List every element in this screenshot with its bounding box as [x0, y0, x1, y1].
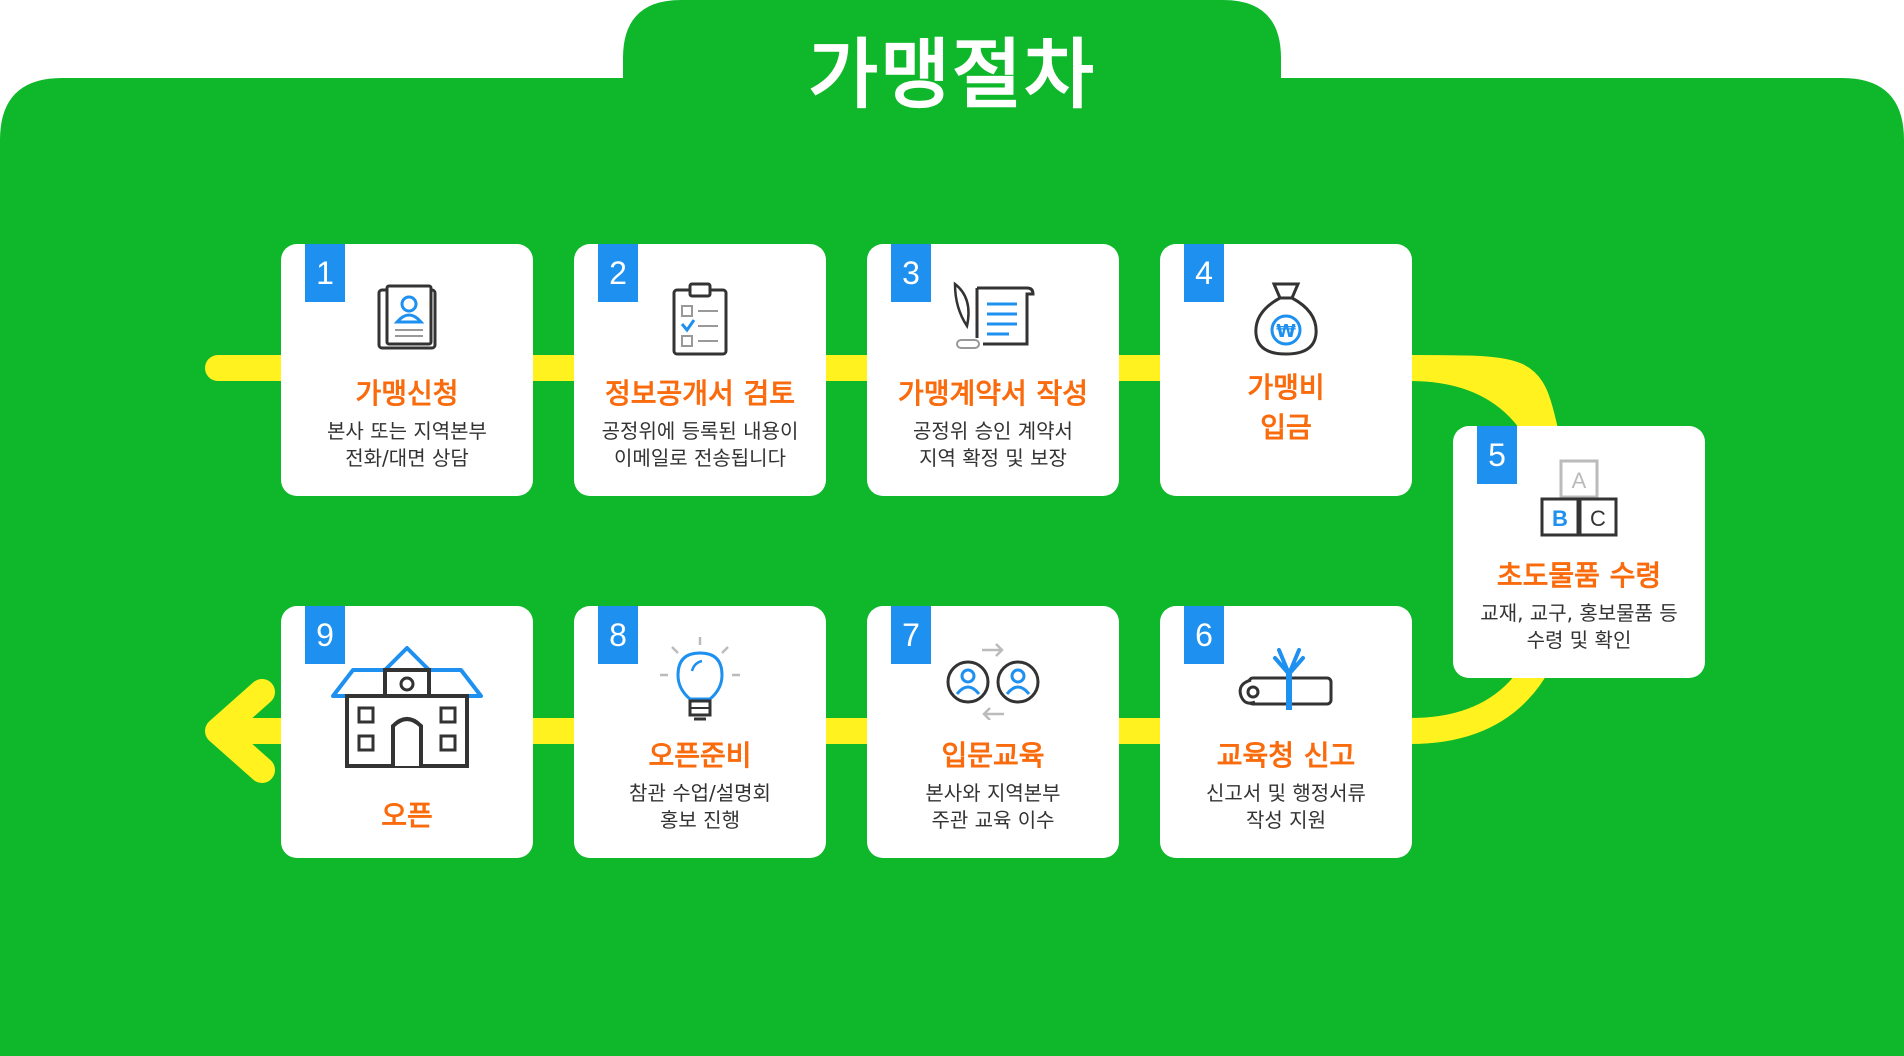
step-description: 공정위에 등록된 내용이 이메일로 전송됩니다	[601, 419, 799, 470]
step-description: 교재, 교구, 홍보물품 등 수령 및 확인	[1480, 601, 1678, 652]
step-description: 본사 또는 지역본부 전화/대면 상담	[327, 419, 487, 470]
step-title: 가맹비 입금	[1247, 371, 1325, 444]
step-description: 본사와 지역본부 주관 교육 이수	[925, 781, 1061, 832]
clipboard-checklist-icon	[574, 270, 826, 366]
step-number: 8	[598, 606, 638, 664]
page-title: 가맹절차	[808, 30, 1096, 119]
svg-text:B: B	[1552, 506, 1568, 531]
step-title: 입문교육	[941, 739, 1045, 772]
two-people-exchange-icon	[867, 632, 1119, 728]
step-number: 2	[598, 244, 638, 302]
step-title: 교육청 신고	[1216, 739, 1356, 772]
money-bag-won-icon: ₩	[1160, 270, 1412, 366]
step-number: 4	[1184, 244, 1224, 302]
svg-text:₩: ₩	[1276, 321, 1296, 342]
step-card-8: 8 오픈준비 참관 수업/설명회 홍보 진행	[574, 606, 826, 858]
certificate-scroll-icon	[1160, 632, 1412, 728]
step-card-9: 9 오픈	[281, 606, 533, 858]
step-card-7: 7 입문교육 본사와 지역본부 주관 교육 이수	[867, 606, 1119, 858]
step-title: 정보공개서 검토	[604, 377, 796, 410]
step-card-1: 1 가맹신청 본사 또는 지역본부 전화/대면 상담	[281, 244, 533, 496]
step-card-4: 4 ₩ 가맹비 입금	[1160, 244, 1412, 496]
school-building-icon	[281, 646, 533, 768]
svg-text:A: A	[1572, 468, 1587, 493]
arrowhead-icon	[205, 679, 275, 783]
step-number: 1	[305, 244, 345, 302]
step-title: 오픈준비	[648, 739, 752, 772]
step-card-3: 3 가맹계약서 작성 공정위 승인 계약서 지역 확정 및 보장	[867, 244, 1119, 496]
step-number: 3	[891, 244, 931, 302]
step-title: 가맹계약서 작성	[897, 377, 1089, 410]
application-document-icon	[281, 270, 533, 366]
step-description: 신고서 및 행정서류 작성 지원	[1206, 781, 1366, 832]
step-card-2: 2 정보공개서 검토 공정위에 등록된 내용이 이메일로 전송됩니다	[574, 244, 826, 496]
step-title: 초도물품 수령	[1496, 559, 1662, 592]
step-number: 9	[305, 606, 345, 664]
step-number: 6	[1184, 606, 1224, 664]
step-number: 5	[1477, 426, 1517, 484]
step-number: 7	[891, 606, 931, 664]
lightbulb-icon	[574, 632, 826, 728]
step-title: 오픈	[381, 799, 433, 832]
abc-blocks-icon: A B C	[1453, 452, 1705, 548]
step-card-6: 6 교육청 신고 신고서 및 행정서류 작성 지원	[1160, 606, 1412, 858]
step-title: 가맹신청	[355, 377, 459, 410]
step-card-5: 5 A B C 초도물품 수령 교재, 교구, 홍보물품 등 수령 및 확인	[1453, 426, 1705, 678]
step-description: 참관 수업/설명회 홍보 진행	[629, 781, 771, 832]
quill-scroll-icon	[867, 270, 1119, 366]
step-description: 공정위 승인 계약서 지역 확정 및 보장	[913, 419, 1073, 470]
svg-text:C: C	[1590, 506, 1606, 531]
